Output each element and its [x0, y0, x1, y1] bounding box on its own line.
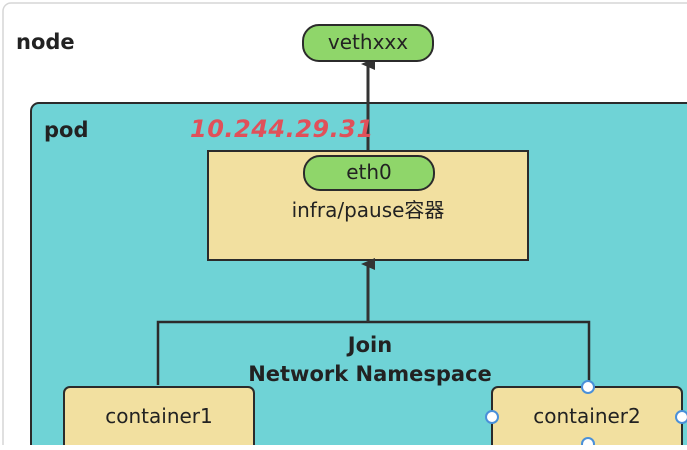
container2-label: container2 — [533, 404, 641, 428]
selection-handle-top[interactable] — [581, 380, 595, 394]
eth0-pill — [303, 155, 435, 191]
vethxxx-pill — [302, 24, 434, 62]
infra-pause-label: infra/pause容器 — [291, 198, 445, 222]
join-bracket — [156, 320, 591, 385]
selection-handle-right[interactable] — [675, 410, 687, 424]
eth0-label: eth0 — [346, 160, 392, 184]
ip-address-label: 10.244.29.31 — [190, 115, 374, 143]
pod-label: pod — [44, 118, 89, 142]
join-label-line2: Network Namespace — [248, 362, 492, 386]
vethxxx-label: vethxxx — [327, 30, 409, 54]
container1-box — [63, 386, 255, 450]
join-label-line1: Join — [347, 333, 393, 357]
selection-handle-bottom[interactable] — [581, 437, 595, 450]
node-label: node — [16, 30, 75, 54]
join-network-namespace-label: Join Network Namespace — [210, 331, 530, 389]
container1-label: container1 — [105, 404, 213, 428]
selection-handle-left[interactable] — [485, 410, 499, 424]
